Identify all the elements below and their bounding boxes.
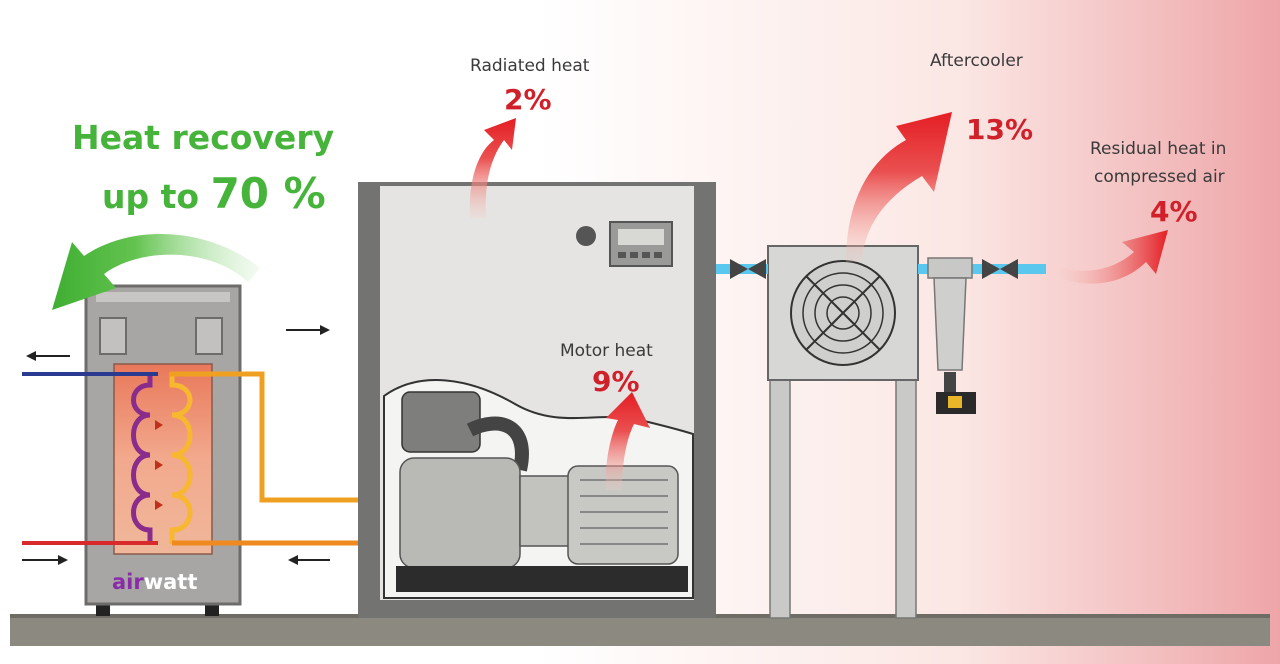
- heat-loss-arrows: [469, 112, 1168, 490]
- floor: [10, 614, 1270, 646]
- airwatt-logo: airwatt: [112, 570, 197, 594]
- heat-recovery-subtitle: up to 70 %: [102, 173, 326, 217]
- radiated-heat-arrow: [469, 118, 516, 218]
- valve-icon: [730, 259, 766, 279]
- compressed-air-line: [716, 257, 1046, 414]
- aftercooler-label: Aftercooler: [930, 51, 1023, 71]
- aftercooler-heat-arrow: [846, 112, 952, 262]
- heat-recovery-arrow: [52, 234, 260, 310]
- residual-heat-arrow: [1060, 230, 1168, 284]
- flow-arrows: [22, 325, 330, 565]
- heat-recovery-title: Heat recovery: [72, 118, 335, 157]
- airwatt-recovery-unit: [84, 284, 242, 616]
- aftercooler-value: 13%: [966, 113, 1034, 146]
- residual-heat-label-line2: compressed air: [1094, 167, 1225, 187]
- residual-heat-label-line1: Residual heat in: [1090, 139, 1227, 159]
- heat-recovery-prefix: up to: [102, 177, 200, 216]
- gauge-icon: [576, 226, 596, 246]
- brand-watt: watt: [143, 570, 198, 594]
- motor-heat-value: 9%: [592, 365, 640, 398]
- heat-recovery-value: 70 %: [210, 169, 326, 218]
- residual-heat-value: 4%: [1150, 195, 1198, 228]
- radiated-heat-value: 2%: [504, 83, 552, 116]
- motor-heat-label: Motor heat: [560, 341, 653, 361]
- valve-icon: [982, 259, 1018, 279]
- motor-heat-arrow: [605, 392, 650, 490]
- aftercooler-unit: [767, 245, 919, 619]
- recovery-pipes: [22, 371, 360, 546]
- compressor-cabinet: [358, 182, 716, 618]
- brand-air: air: [112, 570, 144, 594]
- radiated-heat-label: Radiated heat: [470, 56, 590, 76]
- filter: [933, 277, 967, 371]
